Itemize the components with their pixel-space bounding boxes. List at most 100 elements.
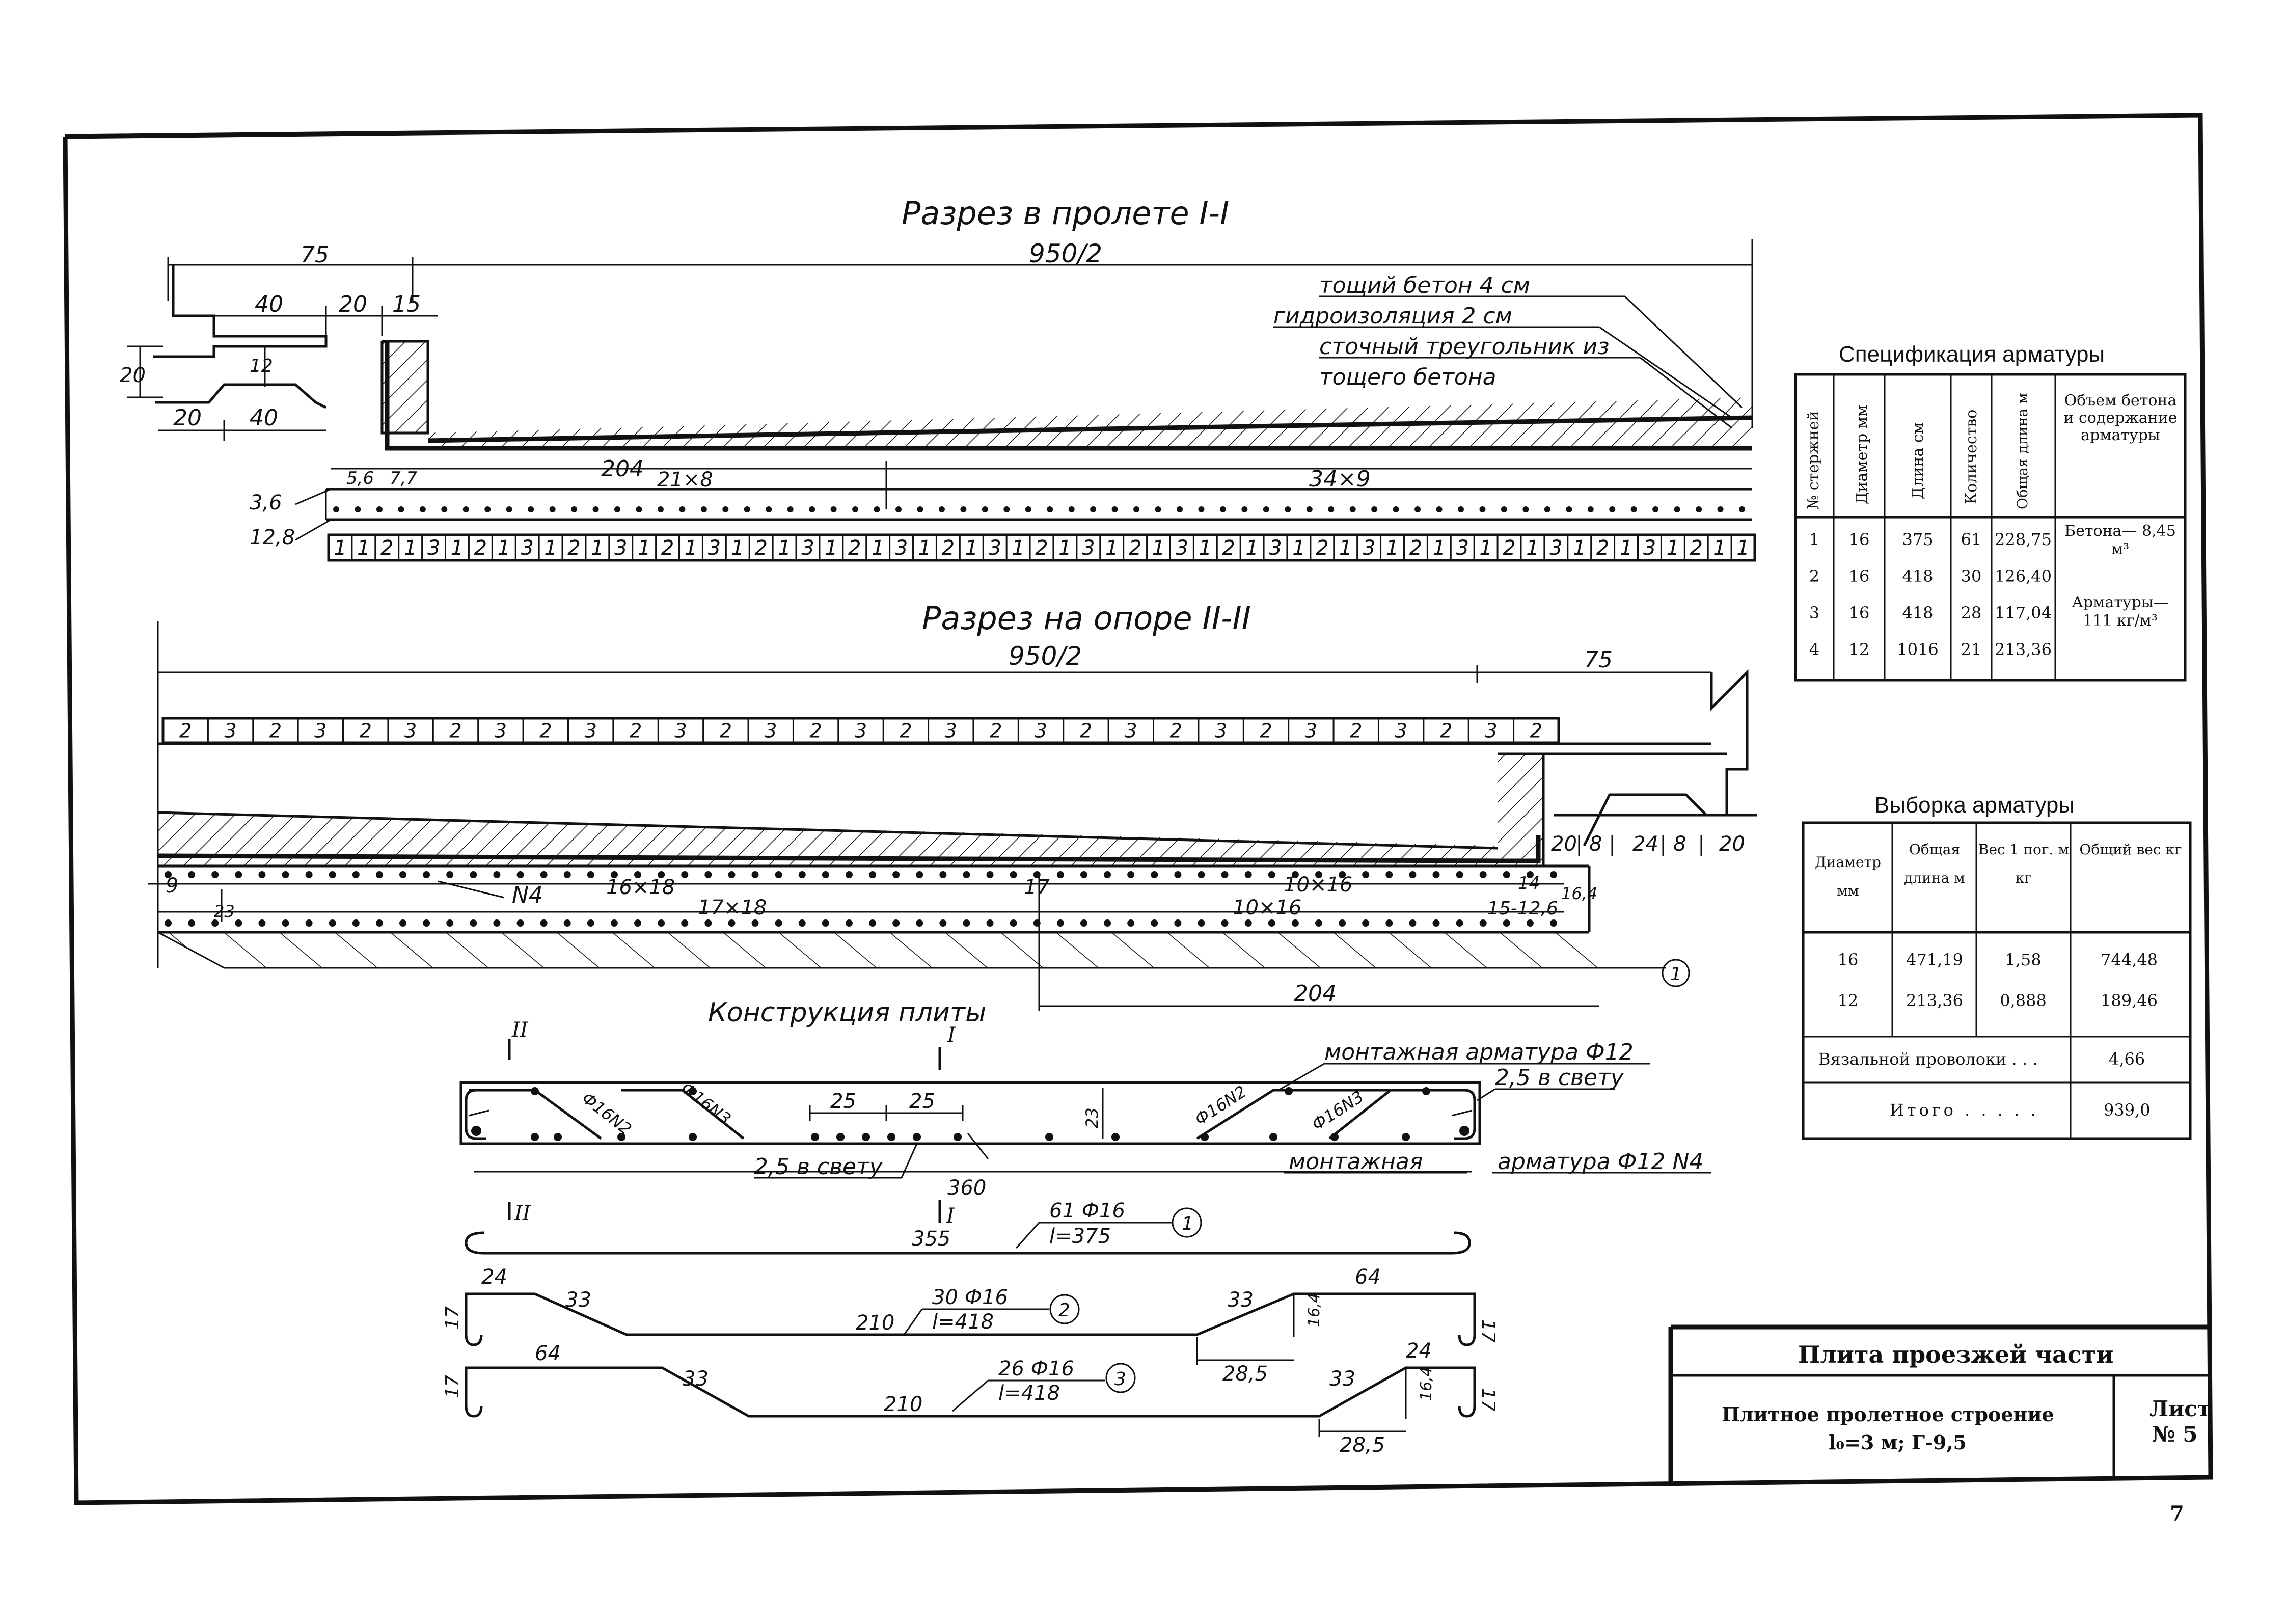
callout-lean-concrete-2: тощего бетона [1319, 364, 1496, 390]
bar-sequence-cell: 3 [584, 719, 596, 742]
bar-sequence-cell: 1 [1713, 536, 1726, 560]
spec-cell: 16 [1849, 566, 1870, 586]
rebar-dot [1315, 871, 1322, 878]
bar-sequence-cell: 1 [965, 536, 978, 560]
section-2-title: Разрез на опоре II-II [922, 600, 1251, 637]
rebar-dot [1104, 871, 1111, 878]
bar-1-length: 355 [912, 1227, 950, 1251]
rebar-dot [419, 506, 426, 512]
rebar-dot [1198, 871, 1205, 878]
rebar-dot [188, 919, 196, 927]
spec-h-qty: Количество [1963, 410, 1980, 504]
label-f16n3-b: Ф16N3 [1309, 1087, 1367, 1134]
label-f16n2-b: Ф16N2 [1191, 1082, 1250, 1129]
bar-2-w: 28,5 [1222, 1362, 1268, 1386]
rebar-dot [399, 919, 407, 927]
bar-sequence-cell: 1 [1105, 536, 1118, 560]
bar-sequence-cell: 2 [449, 719, 461, 742]
bar-sequence-cell: 1 [872, 536, 884, 560]
dim-16x18: 16×18 [606, 876, 675, 899]
bar-2-l: l=418 [932, 1310, 994, 1334]
selection-cell: 0,888 [2000, 991, 2047, 1010]
rebar-dot [376, 506, 383, 512]
rebar-dot [775, 919, 782, 927]
rebar-dot [1127, 919, 1135, 927]
spec-cell: 16 [1849, 603, 1870, 622]
rebar-dot [211, 919, 219, 927]
bar-sequence-cell: 1 [1736, 536, 1749, 560]
rebar-dot [516, 871, 524, 878]
sel-h-len: Общая длина м [1904, 841, 1965, 886]
rebar-dot [1739, 506, 1745, 512]
dim-950-2b: 950/2 [1009, 641, 1082, 671]
bar-sequence-cell: 2 [1409, 536, 1422, 560]
spec-cell: 1 [1809, 530, 1819, 549]
bar-sequence-cell: 3 [895, 536, 908, 560]
dim-7-7: 7,7 [390, 468, 417, 489]
spec-h-total: Общая длина м [2014, 393, 2031, 509]
spec-h-len: Длина см [1909, 422, 1927, 499]
rebar-dot [446, 919, 454, 927]
title-block: Плита проезжей части Плитное пролетное с… [1668, 1324, 2211, 1485]
rebar-dot [636, 506, 642, 512]
bar-sequence-cell: 1 [1199, 536, 1212, 560]
rebar-dot [798, 871, 806, 878]
section-1-title: Разрез в пролете I-I [902, 195, 1229, 232]
rebar-dot [917, 506, 923, 512]
plate-title: Конструкция плиты [708, 997, 986, 1028]
bar-3-b: 33 [683, 1367, 709, 1391]
dim-950-2: 950/2 [1029, 239, 1102, 268]
bar-sequence-cell: 3 [855, 719, 867, 742]
bar-sequence-cell: 1 [1245, 536, 1258, 560]
page-number: 7 [2170, 1502, 2184, 1526]
rebar-dot [1674, 506, 1680, 512]
bar-2-b: 33 [565, 1288, 591, 1312]
rebar-dot [1174, 919, 1182, 927]
bar-sequence-cell: 2 [1260, 719, 1272, 742]
rebar-dot [1219, 506, 1226, 512]
bar-1: 355 61 Ф16 l=375 1 [465, 1199, 1471, 1255]
rebar-dot [916, 919, 923, 927]
sel-h-weight: Вес 1 пог. м кг [1978, 841, 2070, 886]
rebar-dot [1306, 506, 1313, 512]
rebar-dot [1285, 506, 1291, 512]
rebar-dot [845, 919, 853, 927]
sel-wire-label: Вязальной проволоки . . . [1818, 1049, 2037, 1069]
rebar-dot [528, 506, 534, 512]
rebar-dot [423, 919, 430, 927]
rebar-dot [1151, 919, 1158, 927]
bar-1-count: 61 Ф16 [1049, 1199, 1125, 1223]
rebar-dot [939, 871, 947, 878]
rebar-dot [986, 919, 994, 927]
bar-3-d: 33 [1329, 1367, 1355, 1391]
rebar-dot [811, 1133, 819, 1141]
rebar-dot [563, 871, 571, 878]
rebar-dot [845, 871, 853, 878]
bar-sequence-cell: 2 [1530, 719, 1542, 742]
bar-sequence-cell: 3 [404, 719, 417, 742]
bar-sequence-cell: 3 [1176, 536, 1188, 560]
dim-12-8: 12,8 [250, 526, 295, 549]
rebar-dot [614, 506, 620, 512]
bar-sequence-cell: 3 [1549, 536, 1562, 560]
rebar-dot [681, 919, 689, 927]
bar-sequence-cell: 1 [1433, 536, 1446, 560]
bar-3-e: 24 [1406, 1339, 1432, 1363]
rebar-dot [822, 919, 829, 927]
bar-sequence-cell: 2 [360, 719, 372, 742]
bar-sequence-cell: 3 [1125, 719, 1137, 742]
bar-sequence-cell: 3 [1395, 719, 1407, 742]
dim-17: 17 [1024, 876, 1050, 899]
rebar-dot [1436, 506, 1443, 512]
bar-sequence-cell: 1 [1526, 536, 1539, 560]
rebar-dot [571, 506, 578, 512]
bar-sequence-cell: 2 [1222, 536, 1235, 560]
dim-360: 360 [947, 1176, 986, 1200]
bar-sequence-cell: 3 [708, 536, 721, 560]
dim-10x16-b: 10×16 [1233, 896, 1301, 919]
bar-2-num: 2 [1058, 1300, 1070, 1321]
rebar-dot [235, 871, 242, 878]
bar-3-h2: 17 [1478, 1388, 1499, 1412]
rebar-dot [441, 506, 448, 512]
spec-title: Спецификация арматуры [1839, 342, 2105, 367]
